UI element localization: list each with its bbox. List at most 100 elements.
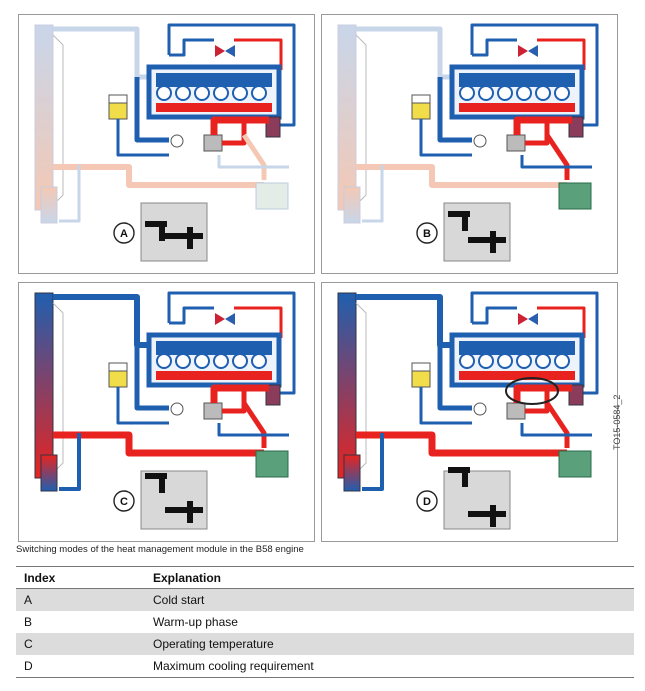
row-index: D (16, 655, 145, 678)
panel-d-maximum-cooling: D (321, 282, 618, 542)
row-explanation: Operating temperature (145, 633, 634, 655)
switching-inset (140, 202, 208, 262)
cylinder-icon (554, 85, 570, 101)
inset-bar (145, 221, 167, 227)
pipe-radiator-outlet (53, 26, 149, 80)
figure-code: TO15-0584_2 (612, 394, 622, 450)
pipe-radiator-return (356, 431, 567, 457)
pipe-pump-supply (437, 77, 472, 143)
cylinder-icon (251, 85, 267, 101)
valve-icon (528, 313, 538, 325)
inset-bar (448, 211, 470, 217)
radiator (34, 24, 54, 211)
pipe-upper-loop (470, 291, 599, 395)
valve-icon (518, 45, 528, 57)
panel-letter: A (120, 228, 128, 240)
switching-inset (443, 470, 511, 530)
row-index: C (16, 633, 145, 655)
inset-bar (462, 467, 468, 487)
table-row: D Maximum cooling requirement (16, 655, 634, 678)
crankcase-hot-channel (156, 371, 272, 380)
cylinder-head (156, 73, 272, 87)
expansion-tank-cap (411, 362, 431, 372)
expansion-tank-cap (108, 94, 128, 104)
coolant-circuit-diagram: C (34, 291, 296, 530)
heat-exchanger (568, 384, 584, 406)
inset-bar (165, 233, 203, 239)
radiator-fan-shroud (52, 34, 64, 206)
pipe-pump-supply (134, 77, 169, 143)
pipe-upper-loop (470, 23, 599, 127)
cylinder-icon (516, 353, 532, 369)
radiator-fan-shroud (355, 34, 367, 206)
table-header-row: Index Explanation (16, 566, 634, 589)
coolant-pump-icon (473, 402, 487, 416)
pipe-module-hot (222, 387, 247, 414)
valve-icon (215, 313, 225, 325)
panel-letter: D (423, 496, 431, 508)
pipe-aux-radiator (362, 433, 384, 491)
inset-bar (187, 227, 193, 249)
row-explanation: Maximum cooling requirement (145, 655, 634, 678)
switching-inset (140, 470, 208, 530)
crankcase-hot-channel (459, 371, 575, 380)
panel-letter-badge (416, 490, 438, 512)
inset-bar (462, 211, 468, 231)
valve-icon (225, 45, 235, 57)
pipe-heater-return (217, 423, 289, 437)
header-index: Index (16, 566, 145, 589)
pipe-bypass (472, 38, 517, 57)
row-index: B (24, 615, 33, 629)
table-row: A Cold start (16, 588, 634, 611)
heater-core (255, 182, 289, 210)
cylinder-icon (478, 85, 494, 101)
pipe-radiator-return (53, 431, 264, 457)
pipe-module-hot (222, 119, 247, 146)
pipe-expansion-tank (419, 387, 472, 425)
panel-letter: C (120, 496, 128, 508)
auxiliary-radiator (343, 454, 361, 492)
inset-bar (159, 473, 165, 493)
cylinder-icon (213, 353, 229, 369)
cylinder-icon (516, 85, 532, 101)
radiator-fan-shroud (355, 302, 367, 474)
valve-icon (518, 313, 528, 325)
row-explanation: Warm-up phase (153, 615, 238, 629)
panel-b-warm-up: B (321, 14, 618, 274)
cylinder-icon (535, 353, 551, 369)
pipe-radiator-outlet (356, 294, 452, 348)
cylinder-head (156, 341, 272, 355)
radiator (337, 24, 357, 211)
table-row: B Warm-up phase (16, 611, 634, 633)
cylinder-icon (194, 85, 210, 101)
heat-exchanger (265, 116, 281, 138)
figure-caption: Switching modes of the heat management m… (16, 544, 304, 555)
auxiliary-radiator (343, 186, 361, 224)
cylinder-icon (156, 85, 172, 101)
inset-bar (490, 505, 496, 527)
pipe-engine-outlet (513, 384, 572, 403)
cylinder-icon (478, 353, 494, 369)
valve-icon (528, 45, 538, 57)
radiator (34, 292, 54, 479)
radiator (337, 292, 357, 479)
pipe-bypass (169, 306, 214, 325)
coolant-circuit-diagram: B (337, 23, 599, 262)
header-explanation: Explanation (145, 566, 634, 589)
inset-bar (165, 507, 203, 513)
inset-bar (468, 237, 506, 243)
cylinder-icon (194, 353, 210, 369)
pipe-hot-upper (537, 306, 586, 338)
heater-core (255, 450, 289, 478)
heat-management-module (203, 134, 223, 152)
cylinder-icon (459, 353, 475, 369)
cylinder-icon (535, 85, 551, 101)
table-row: C Operating temperature (16, 633, 634, 655)
pipe-heater-return (217, 155, 289, 169)
cylinder-icon (175, 85, 191, 101)
pipe-radiator-return (53, 164, 264, 188)
panel-c-operating-temperature: C (18, 282, 315, 542)
valve-icon (215, 45, 225, 57)
inset-bar (468, 511, 506, 517)
pipe-bypass (169, 38, 214, 57)
